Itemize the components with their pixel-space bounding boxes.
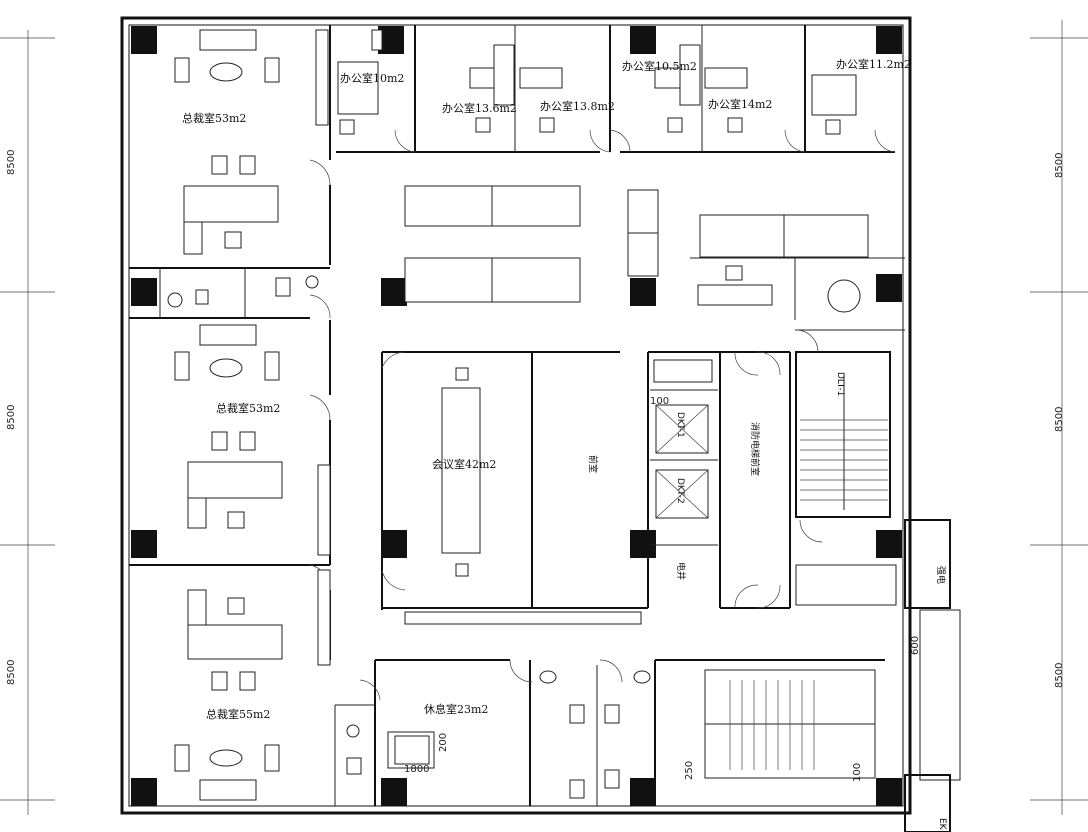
open-workstations	[404, 185, 869, 625]
ceo-office-top-furniture	[174, 29, 383, 255]
label-elevator-2: DKT-2	[675, 478, 685, 504]
label-office-a: 办公室10m2	[340, 71, 404, 85]
left-dim-1: 8500	[6, 150, 17, 175]
meeting-table	[441, 367, 481, 577]
lounge-furniture	[346, 724, 435, 775]
dim-600: 600	[910, 636, 921, 655]
left-dim-3: 8500	[6, 660, 17, 685]
left-dim-2: 8500	[6, 405, 17, 430]
right-dim-1: 8500	[1054, 153, 1065, 178]
interior-walls	[129, 25, 961, 832]
dim-100: 100	[650, 396, 669, 407]
top-office-furniture	[337, 44, 857, 135]
label-lounge: 休息室23m2	[424, 702, 488, 716]
dim-200: 200	[438, 733, 449, 752]
dim-1800: 1800	[404, 764, 429, 775]
structural-columns	[131, 26, 902, 806]
stair-dlt1	[800, 375, 888, 510]
dim-100b: 100	[852, 763, 863, 782]
label-edge-code: EK	[937, 818, 947, 831]
label-ceo-room-bottom: 总裁室55m2	[206, 707, 270, 721]
door-swings	[309, 129, 896, 701]
elevators	[653, 359, 713, 519]
left-dimension-rail	[0, 30, 55, 815]
label-small-room: 电井	[675, 562, 687, 580]
label-ceo-room-mid: 总裁室53m2	[216, 401, 280, 415]
ceo-office-bottom-furniture	[174, 569, 331, 801]
label-elevator-1: DKT-1	[675, 412, 685, 438]
label-stair: DLT-1	[835, 372, 845, 396]
right-dim-3: 8500	[1054, 663, 1065, 688]
toilet-block	[167, 275, 319, 308]
label-right-room: 强电	[935, 566, 947, 584]
right-dim-2: 8500	[1054, 407, 1065, 432]
dim-250: 250	[684, 761, 695, 780]
stair-lower	[704, 669, 876, 779]
label-office-d: 办公室10.5m2	[622, 59, 697, 73]
right-dimension-rail	[1030, 20, 1088, 815]
label-office-b: 办公室13.6m2	[442, 101, 517, 115]
label-meeting-room: 会议室42m2	[432, 457, 496, 471]
label-office-e: 办公室14m2	[708, 97, 772, 111]
label-shaft: 消防电梯前室	[749, 422, 761, 476]
ceo-office-mid-furniture	[174, 324, 331, 556]
label-office-c: 办公室13.8m2	[540, 99, 615, 113]
label-office-f: 办公室11.2m2	[836, 57, 911, 71]
outer-walls	[120, 16, 912, 815]
label-ceo-room-top: 总裁室53m2	[182, 111, 246, 125]
washroom-fixtures	[539, 670, 651, 799]
label-corridor: 前室	[587, 455, 599, 473]
